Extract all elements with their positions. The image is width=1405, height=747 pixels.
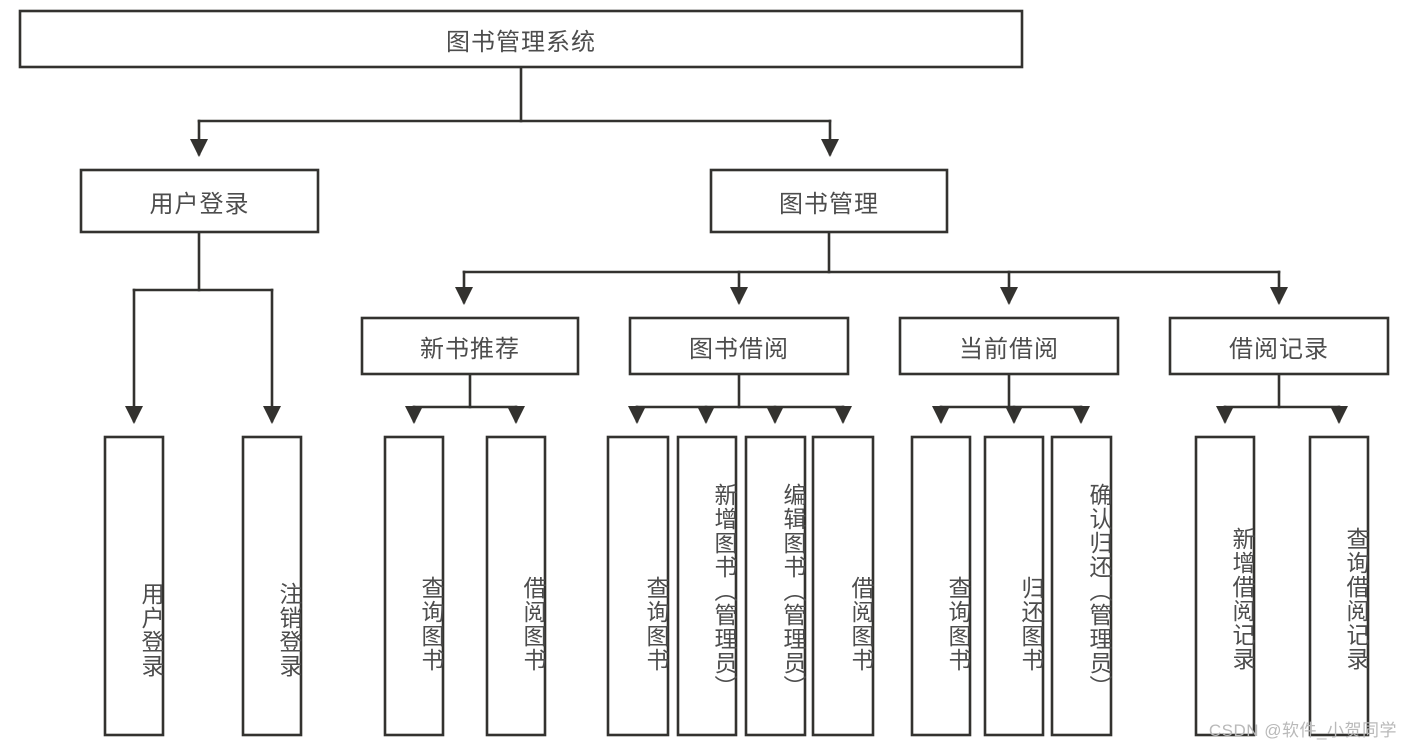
node-leaf-query-record-box[interactable] — [1308, 435, 1370, 737]
node-user-login-box[interactable] — [79, 168, 320, 234]
node-leaf-user-login-box[interactable] — [103, 435, 165, 737]
node-leaf-edit-book-box[interactable] — [744, 435, 807, 737]
node-current-borrow-box[interactable] — [898, 316, 1120, 376]
node-root-box[interactable] — [18, 9, 1024, 69]
node-leaf-return-book-box[interactable] — [983, 435, 1045, 737]
node-book-manage-box[interactable] — [709, 168, 949, 234]
node-leaf-query-book-1-box[interactable] — [383, 435, 445, 737]
node-borrow-record-box[interactable] — [1168, 316, 1390, 376]
nodes-layer — [18, 9, 1390, 737]
watermark-text: CSDN @软件_小贺同学 — [1208, 721, 1397, 740]
node-leaf-add-record-box[interactable] — [1194, 435, 1256, 737]
node-leaf-confirm-return-box[interactable] — [1050, 435, 1113, 737]
node-leaf-query-book-3-box[interactable] — [910, 435, 972, 737]
node-leaf-add-book-box[interactable] — [676, 435, 738, 737]
node-leaf-logout-box[interactable] — [241, 435, 303, 737]
node-new-book-recommend-box[interactable] — [360, 316, 580, 376]
node-leaf-borrow-book-1-box[interactable] — [485, 435, 547, 737]
node-book-borrow-box[interactable] — [628, 316, 850, 376]
node-leaf-query-book-2-box[interactable] — [606, 435, 670, 737]
edges-layer — [124, 65, 1349, 425]
node-leaf-borrow-book-2-box[interactable] — [811, 435, 875, 737]
